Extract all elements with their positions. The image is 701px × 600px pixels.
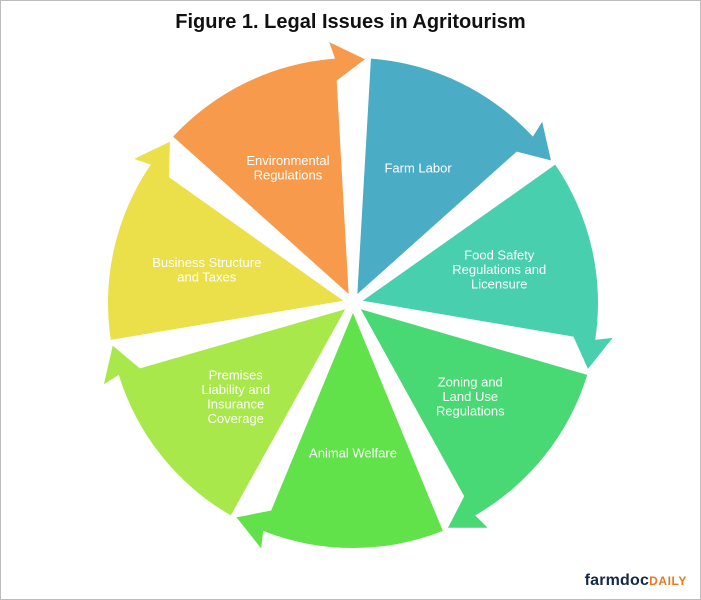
segment-animal-welfare [236, 313, 443, 549]
segment-label-line: Coverage [208, 411, 264, 426]
segment-premises-liability [103, 309, 346, 516]
segment-label-animal-welfare: Animal Welfare [309, 446, 397, 461]
figure-title: Figure 1. Legal Issues in Agritourism [175, 11, 526, 33]
segment-label-line: Regulations [254, 168, 323, 183]
segment-label-farm-labor: Farm Labor [384, 160, 452, 175]
segment-label-line: Environmental [246, 153, 329, 168]
segment-food-safety [362, 164, 613, 369]
segment-environmental [173, 42, 365, 294]
farmdoc-daily-logo: farmdocDAILY [585, 572, 687, 590]
segment-label-line: Business Structure [152, 255, 261, 270]
segment-label-line: Food Safety [464, 248, 535, 263]
segment-label-line: Animal Welfare [309, 446, 397, 461]
segment-label-line: Insurance [207, 396, 264, 411]
segment-label-line: Farm Labor [384, 160, 452, 175]
segment-label-line: Licensure [471, 277, 527, 292]
segment-label-line: and Taxes [177, 269, 237, 284]
segment-business-structure [108, 141, 344, 340]
logo-text-farmdoc: farmdoc [584, 572, 650, 589]
segment-label-line: Regulations [436, 404, 505, 419]
segment-zoning [360, 309, 588, 528]
segment-label-line: Land Use [442, 389, 498, 404]
segment-label-line: Liability and [201, 382, 270, 397]
segment-farm-labor [357, 58, 551, 294]
logo-text-daily: DAILY [649, 574, 687, 588]
segment-label-line: Premises [209, 367, 264, 382]
segment-label-line: Zoning and [438, 375, 503, 390]
segment-label-line: Regulations and [452, 262, 546, 277]
